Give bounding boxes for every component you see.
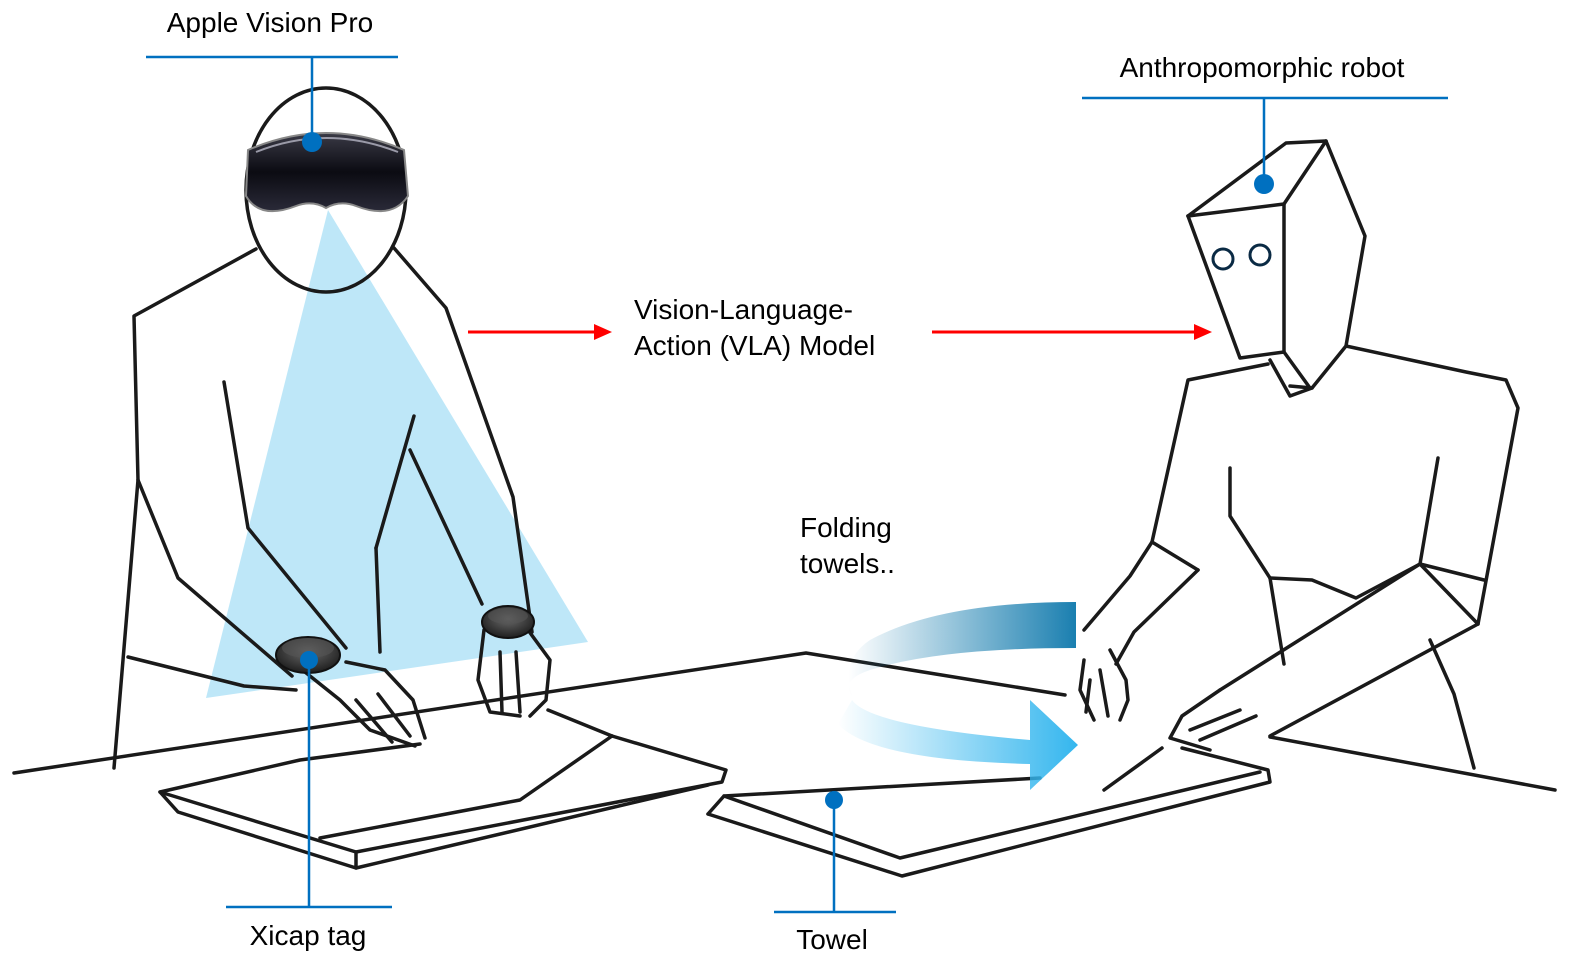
callout-towel (774, 791, 896, 914)
callout-anthropomorphic-robot (1082, 96, 1448, 194)
vla-label-line2: Action (VLA) Model (634, 330, 876, 362)
robot-eye-right (1248, 243, 1272, 267)
robot (1078, 139, 1520, 770)
callout-xicap-tag (226, 651, 392, 909)
arrow-vla-to-robot (932, 324, 1212, 340)
xicap-tag-right (481, 605, 535, 639)
human-operator (112, 86, 588, 770)
xicap-tag-label: Xicap tag (249, 920, 367, 951)
robot-eye-left (1211, 247, 1235, 271)
folding-arrow (838, 602, 1078, 790)
folding-towels-label: Folding towels.. (800, 512, 895, 580)
vla-label-line1: Vision-Language- (634, 294, 853, 325)
callout-apple-vision-pro (146, 55, 398, 152)
view-cone (206, 210, 588, 698)
towel-label: Towel (796, 924, 868, 955)
folding-label-line2: towels.. (800, 548, 895, 580)
arrow-human-to-vla (468, 324, 612, 340)
anthropomorphic-robot-label: Anthropomorphic robot (1119, 52, 1405, 83)
towel-left (158, 708, 728, 870)
table (12, 651, 1557, 792)
vla-model-label: Vision-Language- Action (VLA) Model (634, 294, 875, 362)
apple-vision-pro-label: Apple Vision Pro (166, 7, 374, 38)
vision-pro-headset (244, 132, 410, 213)
towel-right (706, 746, 1272, 878)
folding-label-line1: Folding (800, 512, 892, 543)
